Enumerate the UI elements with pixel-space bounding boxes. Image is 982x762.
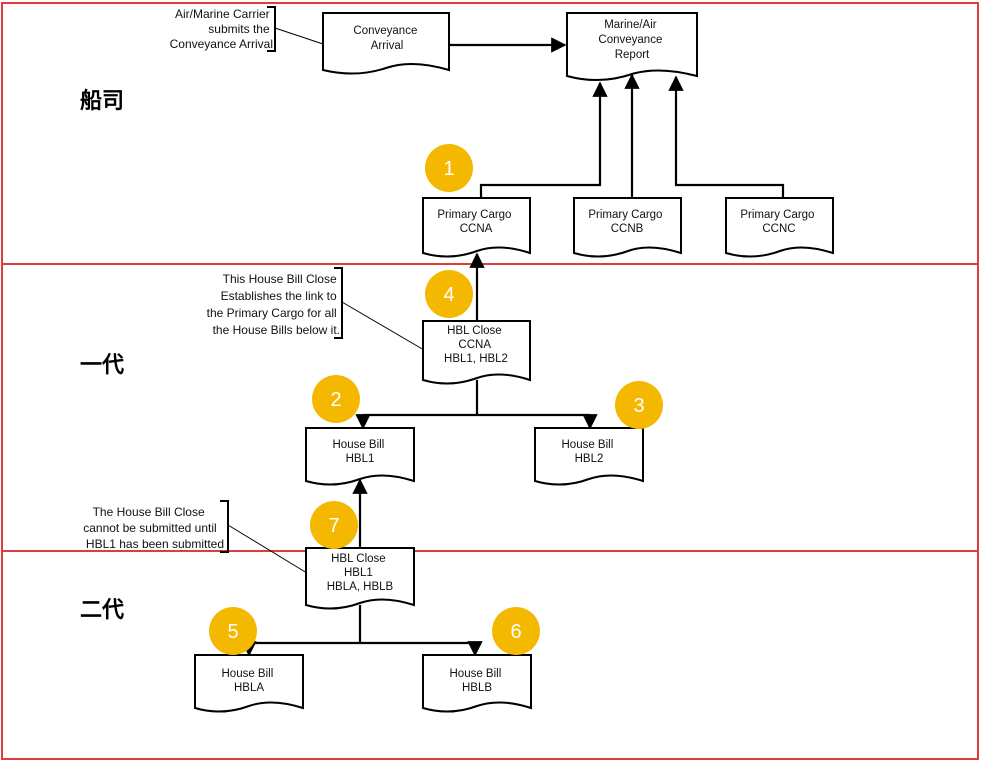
step-circle xyxy=(310,501,358,549)
doc-ccnc xyxy=(725,197,834,258)
close-link-note-line-2: Establishes the link to xyxy=(221,289,337,303)
doc-ccna xyxy=(422,197,531,258)
doc-hbla xyxy=(194,654,304,713)
doc-conveyance-report-text: Marine/Air Conveyance Report xyxy=(598,19,665,61)
doc-conveyance-arrival-text: Conveyance Arrival xyxy=(353,25,420,52)
doc-line: House Bill xyxy=(450,668,502,680)
step-marker-2: 2 xyxy=(312,375,360,423)
step-number: 5 xyxy=(227,621,238,643)
doc-line: Report xyxy=(615,49,650,61)
close-link-note-bracket xyxy=(334,267,343,339)
doc-line: HBL1 xyxy=(346,453,375,465)
band-second xyxy=(1,550,979,760)
doc-hbl1-text: House Bill HBL1 xyxy=(333,439,388,465)
step-circle xyxy=(425,144,473,192)
doc-ccnb xyxy=(573,197,682,258)
step-circle xyxy=(492,607,540,655)
close-link-note: This House Bill Close Establishes the li… xyxy=(207,272,340,337)
doc-line: Marine/Air xyxy=(604,19,657,31)
doc-line: Conveyance xyxy=(598,34,662,46)
doc-ccnc-text: Primary Cargo CCNC xyxy=(740,209,817,235)
step-marker-5: 5 xyxy=(209,607,257,655)
doc-hbl2-text: House Bill HBL2 xyxy=(562,439,617,465)
close-order-note-leader xyxy=(227,524,308,574)
doc-hbla-text: House Bill HBLA xyxy=(222,668,277,694)
doc-line: House Bill xyxy=(562,439,614,451)
doc-line: House Bill xyxy=(222,668,274,680)
doc-line: HBLA xyxy=(234,682,264,694)
doc-line: Primary Cargo xyxy=(740,209,814,221)
band-label-first: 一代 xyxy=(80,353,124,378)
close-order-note-line-2: cannot be submitted until xyxy=(83,521,216,535)
step-number: 6 xyxy=(510,621,521,643)
step-marker-3: 3 xyxy=(615,381,663,429)
step-number: 4 xyxy=(443,284,454,306)
carrier-note-line-3: Conveyance Arrival xyxy=(170,37,273,51)
close-order-note-line-1: The House Bill Close xyxy=(93,505,205,519)
doc-line: HBLB xyxy=(462,682,492,694)
doc-line: HBL Close xyxy=(331,553,386,565)
band-label-carrier: 船司 xyxy=(80,88,124,114)
doc-line: Primary Cargo xyxy=(588,209,662,221)
carrier-note-line-2: submits the xyxy=(208,22,270,36)
doc-line: HBLA, HBLB xyxy=(327,581,394,593)
doc-line: CCNA xyxy=(458,339,491,351)
close-order-note-bracket xyxy=(220,500,229,553)
step-circle xyxy=(615,381,663,429)
note-brackets xyxy=(220,6,425,574)
carrier-note-bracket xyxy=(267,6,276,52)
step-marker-6: 6 xyxy=(492,607,540,655)
close-link-note-line-3: the Primary Cargo for all xyxy=(207,306,337,320)
close-link-note-line-1: This House Bill Close xyxy=(223,272,337,286)
doc-line: HBL1, HBL2 xyxy=(444,353,508,365)
doc-line: CCNC xyxy=(762,223,795,235)
doc-hblb xyxy=(422,654,532,713)
doc-conveyance-report xyxy=(566,12,698,82)
close-order-note: The House Bill Close cannot be submitted… xyxy=(83,505,224,551)
doc-line: HBL2 xyxy=(575,453,604,465)
step-number: 2 xyxy=(330,389,341,411)
carrier-note: Air/Marine Carrier submits the Conveyanc… xyxy=(170,7,273,51)
doc-hbl-close-2-text: HBL Close HBL1 HBLA, HBLB xyxy=(327,553,394,593)
carrier-note-leader xyxy=(274,27,324,45)
doc-line: CCNB xyxy=(611,223,644,235)
doc-hbl-close-1-text: HBL Close CCNA HBL1, HBL2 xyxy=(444,325,508,365)
step-marker-1: 1 xyxy=(425,144,473,192)
close-link-note-line-4: the House Bills below it. xyxy=(213,323,340,337)
doc-line: HBL1 xyxy=(344,567,373,579)
step-number: 3 xyxy=(633,395,644,417)
doc-hbl1 xyxy=(305,427,415,486)
doc-hbl2 xyxy=(534,427,644,486)
doc-hbl-close-2 xyxy=(305,547,415,610)
step-circle xyxy=(425,270,473,318)
step-number: 1 xyxy=(443,158,454,180)
close-link-note-leader xyxy=(341,301,425,351)
step-circle xyxy=(312,375,360,423)
carrier-note-line-1: Air/Marine Carrier xyxy=(175,7,270,21)
doc-line: Primary Cargo xyxy=(437,209,511,221)
band-label-second: 二代 xyxy=(80,598,124,623)
arrow-ccnc-to-report xyxy=(668,75,785,198)
step-markers: 1 2 3 4 5 6 7 xyxy=(209,144,663,655)
doc-line: Arrival xyxy=(371,40,404,52)
close-order-note-line-3: HBL1 has been submitted xyxy=(86,537,224,551)
step-marker-4: 4 xyxy=(425,270,473,318)
doc-line: CCNA xyxy=(460,223,493,235)
document-shapes xyxy=(194,12,834,713)
doc-line: Conveyance xyxy=(353,25,417,37)
doc-line: HBL Close xyxy=(447,325,502,337)
step-circle xyxy=(209,607,257,655)
doc-hbl-close-1 xyxy=(422,320,531,385)
doc-hblb-text: House Bill HBLB xyxy=(450,668,505,694)
doc-ccna-text: Primary Cargo CCNA xyxy=(437,209,514,235)
doc-line: House Bill xyxy=(333,439,385,451)
arrow-ccna-to-report xyxy=(479,81,608,198)
connectors xyxy=(241,37,785,657)
step-marker-7: 7 xyxy=(310,501,358,549)
doc-conveyance-arrival xyxy=(322,12,450,75)
step-number: 7 xyxy=(328,515,339,537)
doc-ccnb-text: Primary Cargo CCNB xyxy=(588,209,665,235)
